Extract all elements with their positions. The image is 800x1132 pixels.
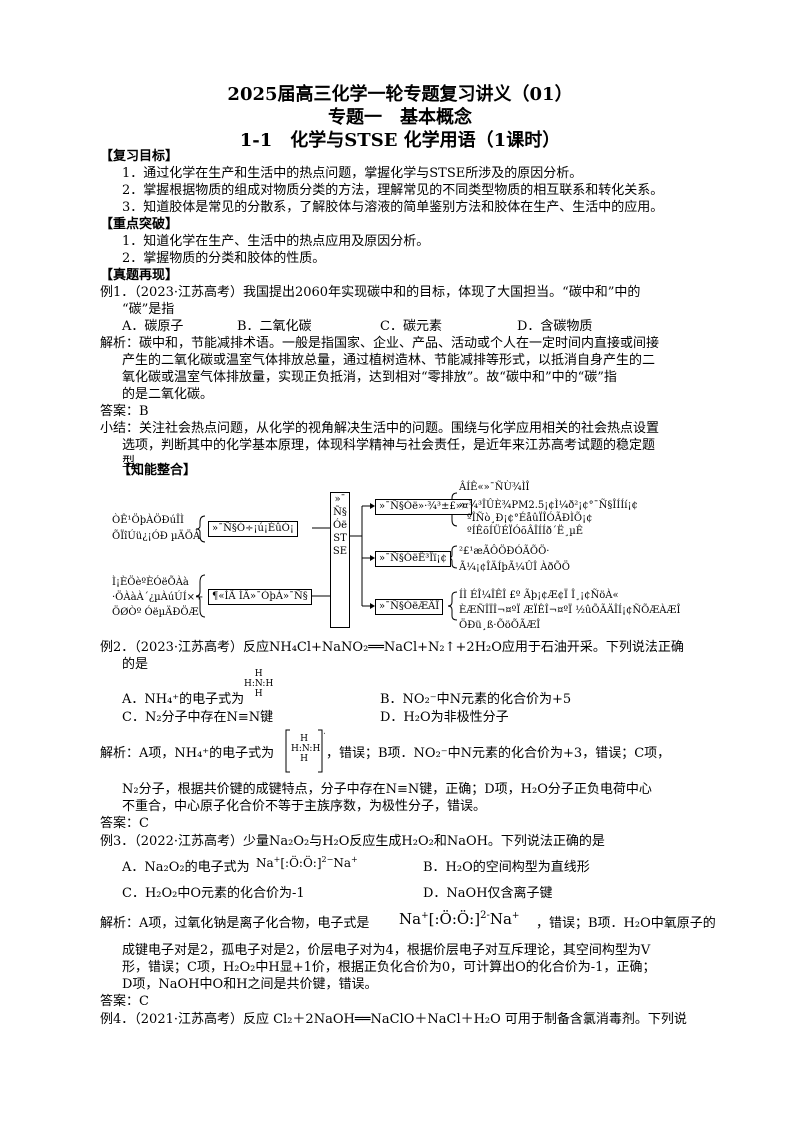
example2-analysis: N₂分子，根据共价键的成键特点，分子中存在N≡N键，正确；D项，H₂O分子正负电… (122, 782, 652, 797)
example3-analysis: D项，NaOH中O和H之间是共价键，错误。 (122, 977, 378, 992)
example1-question: 例1．（2023·江苏高考）我国提出2060年实现碳中和的目标，体现了大国担当。… (100, 285, 641, 300)
example3-analysis: ，错误；B项．H₂O中氧原子的 (536, 916, 716, 931)
branch-environment-text: ÂÍÊ«»¯ÑÙ¾ÌÎ (459, 482, 530, 493)
example2-question-cont: 的是 (122, 657, 149, 672)
branch-material-text: ÍÌ ÉÎ¼ÎÊÎ £º Ãþ¡¢Æ¢Ï Î¸¡¢ÑöÀ« (459, 590, 619, 601)
example1-option-d: D．含碳物质 (517, 319, 593, 334)
diagram-connectors (195, 492, 458, 621)
example1-option-c: C．碳元素 (380, 319, 442, 334)
center-box: »¯Ñ§ÓëSTSE (330, 492, 350, 628)
left-bottom-box: ¶«ÍÃ ÌÂ»¯ÓþÀ»¯Ñ§ (208, 589, 312, 605)
example1-option-b: B．二氧化碳 (237, 319, 312, 334)
lesson-title: 1-1 化学与STSE 化学用语（1课时） (239, 130, 561, 151)
key-point-item: 1．知道化学在生产、生活中的热点应用及原因分析。 (122, 234, 430, 249)
example2-answer: 答案：C (100, 816, 149, 831)
example3-analysis: 成键电子对是2，孤电子对是2，价层电子对为4，根据价层电子对互斥理论，其空间构型… (122, 943, 651, 958)
example3-question: 例3．（2022·江苏高考）少量Na₂O₂与H₂O反应生成H₂O₂和NaOH。下… (100, 834, 605, 849)
branch-food-text: ²£¹æÃÔÖÐÓÃÕÖ· (459, 546, 550, 557)
example3-answer: 答案：C (100, 994, 149, 1009)
knowledge-heading: 【知能整合】 (118, 463, 197, 478)
example1-summary: 型。 (122, 455, 149, 470)
example2-analysis: 解析：A项，NH₄⁺的电子式为 (100, 746, 275, 761)
example1-analysis: 解析：碳中和，节能减排术语。一般是指国家、企业、产品、活动或个人在一定时间内直接… (100, 336, 660, 351)
nh4-lewis-structure: + HH:N:HH (285, 728, 331, 774)
real-questions-heading: 【真题再现】 (100, 268, 179, 283)
branch-food-text: Ã¼¡¢ÎÄÍþÃ¼ÛÎ ÀðÕÖ (459, 562, 570, 573)
branch-material-text: ÈÆÑÎÏÎ¬¤ºÏ ÆÏÊÎ¬¤ºÏ ½ûÕÃÄÎÍ¡¢ÑÕÆÀÆÎ (459, 605, 681, 616)
example2-option-d: D．H₂O为非极性分子 (380, 710, 509, 725)
review-goal-item: 1．通过化学在生产和生活中的热点问题，掌握化学与STSE所涉及的原因分析。 (122, 166, 583, 181)
example1-analysis: 氧化碳或温室气体排放量，实现正负抵消，达到相对“零排放”。故“碳中和”中的“碳”… (122, 370, 617, 385)
key-points-heading: 【重点突破】 (100, 217, 179, 232)
branch-environment-text: »·¾³ÎÛÈ¾PM2.5¡¢Ì¼ð²¡¢°¯Ñ§ÎÍÍí¡¢ (459, 500, 638, 511)
example3-option-b: B．H₂O的空间构型为直线形 (423, 860, 590, 875)
example3-option-d: D．NaOH仅含离子键 (423, 886, 553, 901)
example4-question: 例4．（2021·江苏高考）反应 Cl₂＋2NaOH══NaClO＋NaCl＋H… (100, 1012, 687, 1027)
branch-material-box: »¯Ñ§ÓëÆÄÎ (375, 599, 444, 615)
example1-answer: 答案：B (100, 404, 149, 419)
example1-analysis: 的是二氧化碳。 (122, 387, 214, 402)
branch-material-text: ÖÐü¸ß·ÕöÕÃÆÎ (459, 620, 541, 631)
key-point-item: 2．掌握物质的分类和胶体的性质。 (122, 251, 326, 266)
branch-environment-box: »¯Ñ§Óë»·¾³±£»¤ (375, 499, 473, 515)
review-goal-item: 3．知道胶体是常见的分散系，了解胶体与溶液的简单鉴别方法和胶体在生产、生活中的应… (122, 200, 664, 215)
example3-option-c: C．H₂O₂中O元素的化合价为-1 (122, 886, 305, 901)
example2-option-b: B．NO₂⁻中N元素的化合价为+5 (380, 692, 572, 707)
example1-question-cont: “碳”是指 (122, 302, 175, 317)
example2-analysis: 不重合，中心原子化合价不等于主族序数，为极性分子，错误。 (122, 799, 487, 814)
topic-title: 专题一 基本概念 (328, 107, 472, 128)
left-top-text: ÕÏîÚü¿¡ÓÐ µÄÖÀ (112, 531, 201, 542)
example1-option-a: A．碳原子 (122, 319, 184, 334)
knowledge-diagram: ÒÊ¹ÖþÀÖÐúÎÌ ÕÏîÚü¿¡ÓÐ µÄÖÀ »¯Ñ§Ó÷¡ú¡ÈûÓ¡… (112, 478, 692, 638)
branch-environment-text: ºÎÑò¸Ð¡¢°ÉåûÏÎÓÃÐÌÕ¡¢ (467, 513, 593, 524)
example1-summary: 小结：关注社会热点问题，从化学的视角解决生活中的问题。围绕与化学应用相关的社会热… (100, 421, 660, 436)
na2o2-lewis-structure: Na+[:Ö:Ö:]2-Na+ (399, 910, 520, 928)
left-bottom-text: Ì¡ÈÖèºÈÓëÕÀà (112, 577, 189, 588)
branch-environment-text: ºÍÊõÍÜÉÏÓõÂÎÍÍð´Ë¸µÊ (467, 526, 584, 537)
na2o2-lewis-structure-small: Na+[:Ö:Ö:]2−Na+ (256, 855, 358, 870)
example1-summary: 选项，判断其中的化学基本原理，体现科学精神与社会责任，是近年来江苏高考试题的稳定… (122, 438, 656, 453)
example3-option-a: A．Na₂O₂的电子式为 (122, 860, 250, 875)
example1-analysis: 产生的二氧化碳或温室气体排放总量，通过植树造林、节能减排等形式，以抵消自身产生的… (122, 353, 656, 368)
example2-option-a: A．NH₄⁺的电子式为 (122, 692, 245, 707)
example3-analysis: 形，错误；C项，H₂O₂中H显+1价，根据正负化合价为0，可计算出O的化合价为-… (122, 960, 656, 975)
example2-question: 例2．（2023·江苏高考）反应NH₄Cl+NaNO₂══NaCl+N₂↑+2H… (100, 640, 684, 655)
left-bottom-text: ·ÖÀàÀ´¿µÀúÚÍ×÷ (112, 592, 204, 603)
left-top-box: »¯Ñ§Ó÷¡ú¡ÈûÓ¡ (208, 521, 298, 537)
left-top-text: ÒÊ¹ÖþÀÖÐúÎÌ (112, 515, 184, 526)
branch-food-box: »¯Ñ§ÓëÊ³Îï¡¢ (375, 551, 451, 567)
example3-analysis: 解析：A项，过氧化钠是离子化合物，电子式是 (100, 916, 370, 931)
example2-option-c: C．N₂分子中存在N≡N键 (122, 710, 274, 725)
review-goals-heading: 【复习目标】 (100, 149, 179, 164)
document-title: 2025届高三化学一轮专题复习讲义（01） (227, 84, 573, 105)
example2-analysis: ，错误；B项．NO₂⁻中N元素的化合价为+3，错误；C项， (326, 746, 671, 761)
review-goal-item: 2．掌握根据物质的组成对物质分类的方法，理解常见的不同类型物质的相互联系和转化关… (122, 183, 664, 198)
svg-text:+: + (323, 729, 325, 739)
left-bottom-text: ÖØÒº ÓëµÄÐÖÆ (112, 607, 199, 618)
